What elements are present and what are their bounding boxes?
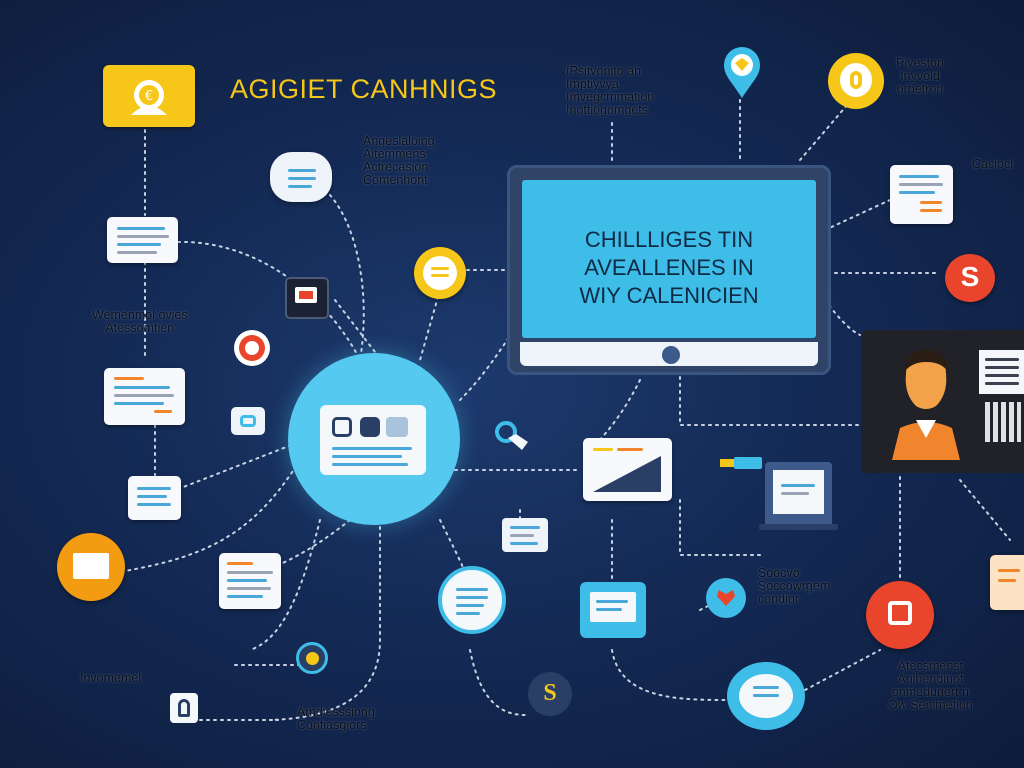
s-logo-icon: S — [528, 672, 572, 716]
usb-icon — [720, 455, 764, 471]
message-bubble-icon — [727, 662, 805, 730]
envelope-icon — [57, 533, 125, 601]
monitor-line: AVEALLENES IN — [584, 255, 754, 280]
page-title: AGIGIET CANHNIGS — [230, 74, 498, 104]
app-window-icon — [320, 405, 426, 475]
central-hub — [288, 353, 460, 525]
monitor-line: WIY CALENICIEN — [579, 283, 759, 308]
laptop-icon — [759, 462, 838, 532]
coin-icon: € — [131, 80, 167, 115]
location-pin-icon — [722, 44, 762, 100]
document-bubble-icon — [438, 566, 506, 634]
label-top-center: IPsitvonito an Imptiyvya Imvegcmmation I… — [566, 64, 655, 117]
monitor: CHILLLIGES TIN AVEALLENES IN WIY CALENIC… — [507, 165, 831, 375]
dollar-badge-icon — [828, 53, 884, 109]
person-panel — [861, 330, 1024, 473]
chat-bubble-icon — [502, 518, 548, 552]
chat-badge-icon — [866, 581, 934, 649]
monitor-line: CHILLLIGES TIN — [584, 227, 754, 252]
chat-card — [128, 476, 181, 520]
screen-bubble-icon — [580, 582, 646, 638]
s-logo-icon: S — [945, 254, 995, 302]
label-right-mid: Soocvo Soccowrgem condior — [758, 566, 831, 606]
plugin-icon — [492, 418, 532, 454]
label-top-right: Plyeston Inyvold orbetron — [896, 56, 944, 96]
target-pin-icon — [234, 330, 270, 366]
document-card — [990, 555, 1024, 610]
heart-pin-icon — [706, 578, 746, 618]
monitor-heading: CHILLLIGES TIN AVEALLENES IN WIY CALENIC… — [522, 226, 816, 310]
label-far-right: Caciocl — [972, 157, 1013, 171]
label-left-mid: Wemenmol ovies Atessomtien — [92, 308, 188, 335]
label-bottom-center: Amdiesssiong Contiasgiors — [297, 705, 375, 732]
document-card — [219, 553, 281, 609]
tablet-icon — [285, 277, 329, 319]
label-bottom-right: Atecsmenst Anlhendinot onmedunert n Ow S… — [888, 659, 973, 712]
slide-card — [583, 438, 672, 501]
link-icon — [231, 407, 265, 435]
chat-bubble-icon — [270, 152, 332, 202]
document-card — [104, 368, 185, 425]
message-pin-icon — [414, 247, 466, 299]
label-bottom-left: Invomemel — [80, 671, 142, 685]
coin-badge: € — [103, 65, 195, 127]
document-card — [890, 165, 953, 224]
svg-text:€: € — [145, 89, 153, 104]
person-icon — [892, 350, 960, 460]
pin-icon — [296, 642, 328, 674]
label-mid-top: Angeslaloing Aitemmens Actrecasion Comen… — [363, 134, 435, 187]
document-card — [107, 217, 178, 263]
flask-icon — [170, 693, 198, 723]
monitor-button-icon — [662, 346, 680, 364]
